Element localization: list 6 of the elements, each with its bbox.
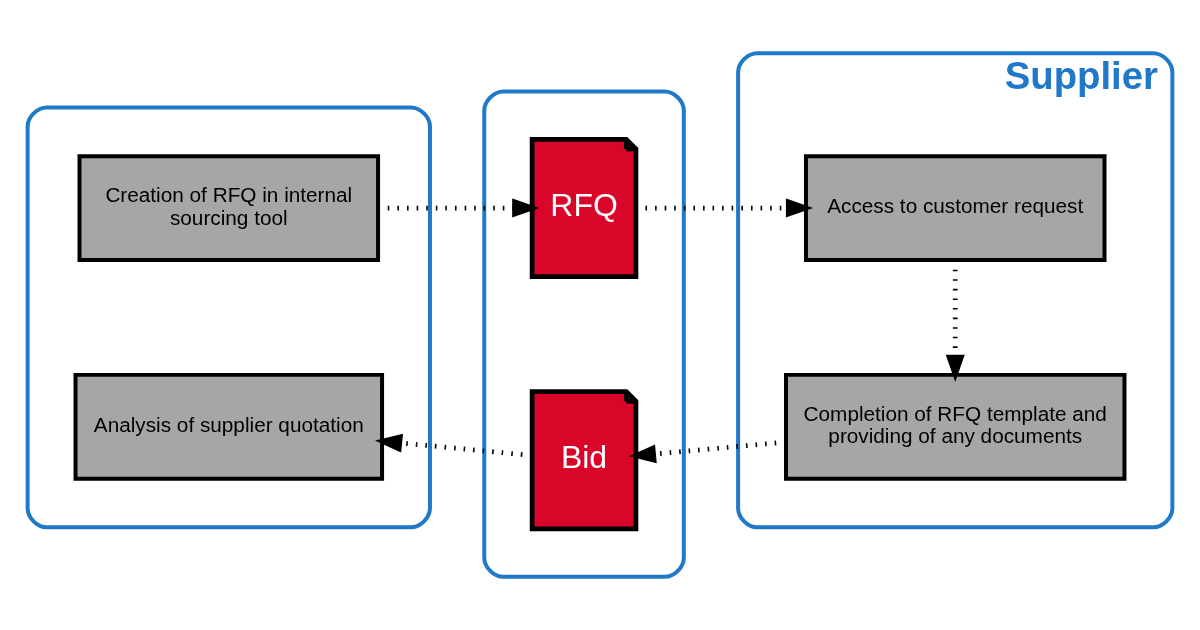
node-box: Analysis of supplier quotation xyxy=(73,372,385,481)
node-box: Creation of RFQ in internal sourcing tool xyxy=(77,154,381,262)
cluster xyxy=(482,89,686,579)
node-box: Access to customer request xyxy=(803,154,1107,262)
node-box: Completion of RFQ template and providing of any documents xyxy=(784,372,1127,481)
cluster xyxy=(25,105,432,530)
